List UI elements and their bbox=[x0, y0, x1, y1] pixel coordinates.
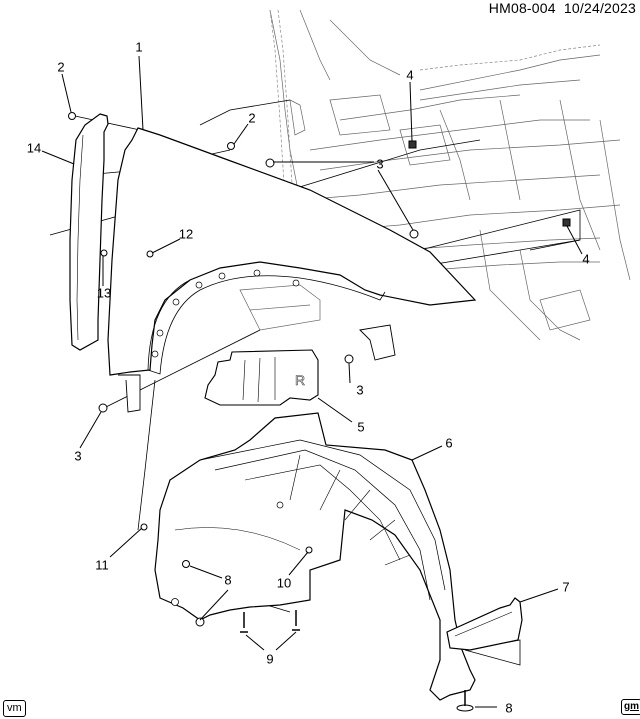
callout-5: 5 bbox=[357, 419, 365, 435]
gm-logo-badge: gm bbox=[621, 699, 640, 715]
callout-6: 6 bbox=[445, 435, 453, 451]
callout-8: 8 bbox=[224, 572, 232, 588]
callout-3: 3 bbox=[356, 382, 364, 398]
svg-text:R: R bbox=[295, 372, 305, 388]
leader-lines bbox=[41, 55, 583, 708]
vm-badge: vm bbox=[3, 700, 26, 717]
callout-8: 8 bbox=[505, 700, 513, 716]
part-1-front-fender bbox=[107, 127, 477, 413]
callout-1: 1 bbox=[135, 39, 143, 55]
callout-4: 4 bbox=[582, 251, 590, 267]
part-6-wheelhouse-liner bbox=[154, 412, 476, 701]
callout-2: 2 bbox=[248, 110, 256, 126]
drawing-id-and-date: HM08-004 10/24/2023 bbox=[488, 0, 636, 16]
callout-3: 3 bbox=[74, 448, 82, 464]
callout-12: 12 bbox=[178, 226, 194, 242]
part-14-fender-rear-seal bbox=[69, 113, 109, 351]
hidden-lines bbox=[269, 9, 601, 201]
callout-2: 2 bbox=[57, 59, 65, 75]
callout-3: 3 bbox=[376, 156, 384, 172]
callout-9: 9 bbox=[266, 651, 274, 667]
callout-7: 7 bbox=[562, 579, 570, 595]
part-5-fender-insulator: R bbox=[204, 349, 319, 406]
part-7-splash-shield bbox=[446, 597, 523, 651]
callout-11: 11 bbox=[95, 557, 109, 573]
callout-13: 13 bbox=[96, 285, 112, 301]
callout-4: 4 bbox=[406, 67, 414, 83]
callout-14: 14 bbox=[26, 140, 42, 156]
callout-10: 10 bbox=[276, 575, 292, 591]
